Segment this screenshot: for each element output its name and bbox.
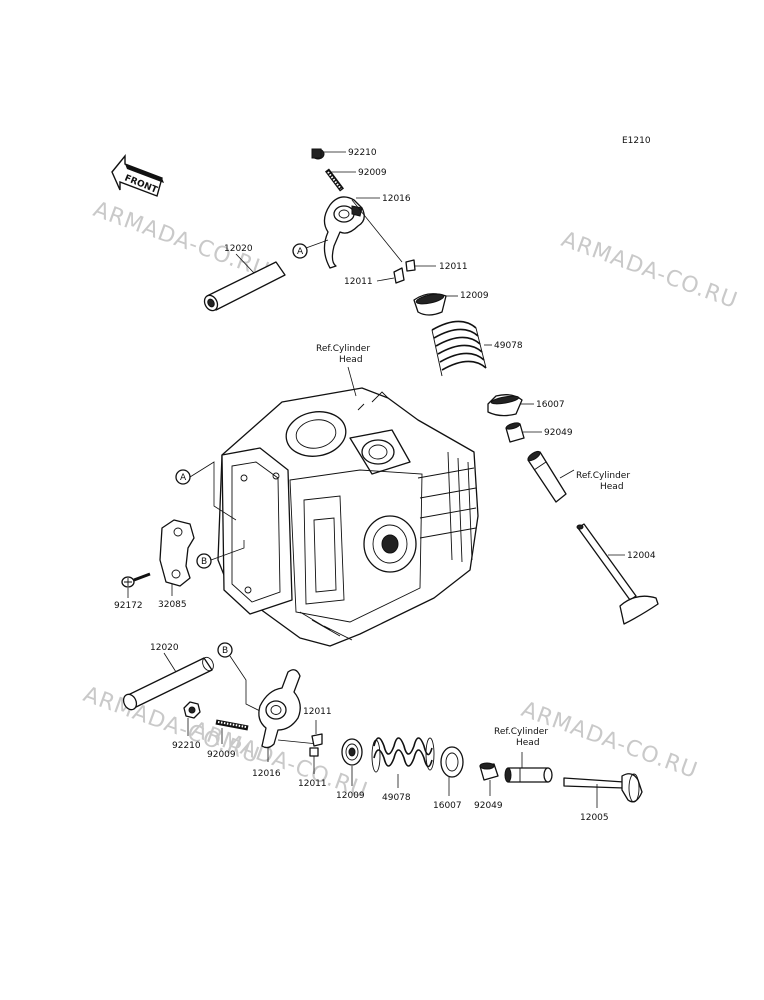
rocker-arm-top-part xyxy=(323,196,365,269)
ref-note-valve-guide-lower-line1: Ref.Cylinder xyxy=(494,727,548,737)
watermark-top-left: ARMADA-CO.RU xyxy=(90,197,273,284)
callout-b-middle-label: B xyxy=(201,557,207,567)
part-label-cotter-bottom-bottom: 12011 xyxy=(298,779,327,789)
part-label-valve-exhaust: 12005 xyxy=(580,813,609,823)
callout-b-middle xyxy=(196,553,212,569)
callout-a-top xyxy=(292,243,308,259)
part-label-seat-bottom: 16007 xyxy=(433,801,462,811)
ref-note-valve-guide-lower-line2: Head xyxy=(516,738,540,748)
ref-note-valve-guide-upper-line2: Head xyxy=(600,482,624,492)
callout-a-top-label: A xyxy=(297,247,304,257)
part-label-screw-top: 92009 xyxy=(358,168,387,178)
part-label-retainer-bottom: 12009 xyxy=(336,791,365,801)
plate-part xyxy=(159,519,195,587)
cotter-bottom-part xyxy=(309,733,323,757)
screw-top-part xyxy=(325,168,344,192)
watermark-top-right: ARMADA-CO.RU xyxy=(558,227,741,314)
part-label-shaft-bottom: 12020 xyxy=(150,643,179,653)
ref-note-valve-guide-upper-line1: Ref.Cylinder xyxy=(576,471,630,481)
ref-note-cylinder-head-line2: Head xyxy=(339,355,363,365)
callout-b-bottom-label: B xyxy=(222,646,228,656)
valve-guide-bottom-part xyxy=(504,767,553,783)
seal-bottom-part xyxy=(479,762,499,781)
part-label-valve-intake: 12004 xyxy=(627,551,656,561)
part-label-seat-top: 16007 xyxy=(536,400,565,410)
retainer-top-part xyxy=(413,293,447,316)
rocker-arm-bottom-part xyxy=(258,669,301,749)
seal-top-part xyxy=(505,422,525,443)
part-label-screw-plate: 92172 xyxy=(114,601,143,611)
part-label-seal-bottom: 92049 xyxy=(474,801,503,811)
part-label-cotter-top-left: 12011 xyxy=(344,277,373,287)
part-label-shaft-top: 12020 xyxy=(224,244,253,254)
callout-a-middle-label: A xyxy=(180,473,187,483)
part-label-spring-bottom: 49078 xyxy=(382,793,411,803)
shaft-top-part xyxy=(203,261,286,312)
screw-plate-part xyxy=(121,572,151,588)
part-label-seal-top: 92049 xyxy=(544,428,573,438)
diagram-code: E1210 xyxy=(622,136,651,146)
cylinder-head-part xyxy=(217,387,479,647)
part-label-plate: 32085 xyxy=(158,600,187,610)
part-label-retainer-top: 12009 xyxy=(460,291,489,301)
part-label-nut-top: 92210 xyxy=(348,148,377,158)
screw-bottom-part xyxy=(215,719,249,731)
valve-guide-top-part xyxy=(527,450,567,503)
spring-top-part xyxy=(431,320,487,377)
part-label-nut-bottom: 92210 xyxy=(172,741,201,751)
part-label-screw-bottom: 92009 xyxy=(207,750,236,760)
callout-b-bottom xyxy=(217,642,233,658)
nut-top-part xyxy=(311,148,325,160)
retainer-bottom-part xyxy=(341,738,363,766)
nut-bottom-part xyxy=(183,701,201,719)
part-label-cotter-bottom-top: 12011 xyxy=(303,707,332,717)
ref-note-cylinder-head-line1: Ref.Cylinder xyxy=(316,344,370,354)
spring-bottom-part xyxy=(371,737,435,773)
part-label-spring-top: 49078 xyxy=(494,341,523,351)
cotter-top-part xyxy=(393,259,416,284)
part-label-rocker-arm-bottom: 12016 xyxy=(252,769,281,779)
part-label-cotter-top-right: 12011 xyxy=(439,262,468,272)
seat-bottom-part xyxy=(440,746,464,778)
seat-top-part xyxy=(487,394,523,417)
valve-intake-part xyxy=(576,523,659,625)
valve-exhaust-part xyxy=(563,773,643,803)
part-label-rocker-arm-top: 12016 xyxy=(382,194,411,204)
shaft-bottom-part xyxy=(122,656,214,711)
front-arrow-icon: FRONT xyxy=(111,154,164,197)
